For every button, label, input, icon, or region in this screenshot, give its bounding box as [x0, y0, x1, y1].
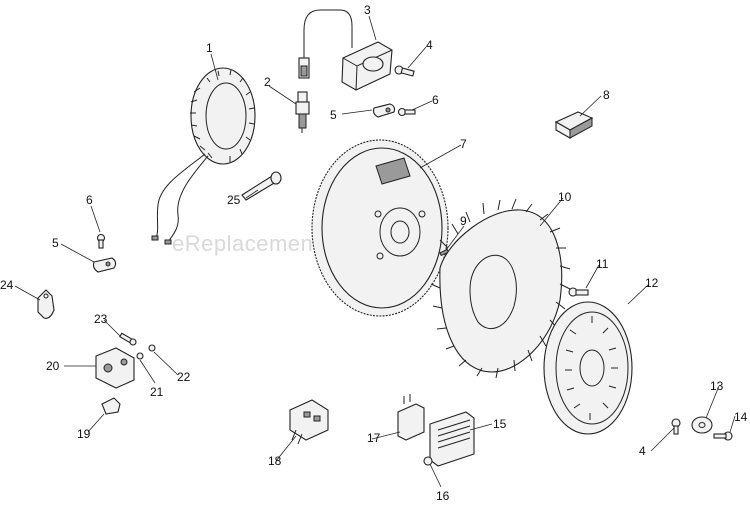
clip-left: [92, 257, 117, 273]
bracket-24: [37, 289, 55, 319]
stator: [151, 67, 256, 245]
screw-6-left: [96, 233, 106, 249]
callout-labels: 1 2 3 4 5 6 8 7 25 6 5 24 9 10 11 12 23 …: [0, 3, 748, 503]
callout-14: 14: [734, 410, 748, 424]
screw-4-bottom: [671, 418, 681, 435]
washer-13: [691, 416, 713, 434]
rectifier-20: [95, 347, 135, 389]
callout-2: 2: [264, 75, 271, 89]
callout-17: 17: [367, 431, 381, 445]
callout-4: 4: [426, 38, 433, 52]
spark-plug: [295, 91, 310, 133]
screw-6-top: [397, 107, 416, 117]
callout-11: 11: [596, 257, 609, 271]
block-part: [554, 111, 594, 139]
bolt: [241, 171, 282, 201]
connector-17: [397, 394, 425, 441]
screw-top: [394, 65, 415, 77]
leader-lines: [14, 15, 736, 488]
callout-12: 12: [645, 276, 659, 290]
callout-6-left: 6: [86, 193, 93, 207]
screw-11: [568, 287, 589, 297]
nut-21: [136, 352, 144, 360]
callout-5: 5: [330, 108, 337, 122]
clip-top: [372, 103, 396, 118]
regulator-15: [429, 411, 475, 467]
callout-6: 6: [432, 93, 439, 107]
callout-3: 3: [364, 3, 371, 17]
cooling-fan: [430, 198, 571, 379]
callout-19: 19: [77, 427, 91, 441]
callout-7: 7: [460, 137, 467, 151]
callout-21: 21: [150, 385, 164, 399]
connector-19: [101, 397, 121, 415]
flywheel: [311, 139, 449, 317]
callout-4-bottom: 4: [639, 444, 646, 458]
callout-18: 18: [268, 454, 282, 468]
callout-22: 22: [177, 370, 191, 384]
washer-22: [148, 344, 156, 352]
callout-15: 15: [493, 417, 507, 431]
callout-8: 8: [603, 88, 610, 102]
connector-18: [289, 399, 329, 445]
callout-23: 23: [94, 312, 108, 326]
rotating-screen: [543, 301, 633, 435]
callout-16: 16: [436, 489, 450, 503]
callout-25: 25: [227, 193, 241, 207]
callout-20: 20: [46, 359, 60, 373]
callout-24: 24: [0, 278, 14, 292]
key: [439, 248, 450, 257]
callout-9: 9: [460, 214, 467, 228]
callout-1: 1: [206, 41, 213, 55]
screw-16: [423, 456, 433, 466]
callout-10: 10: [558, 190, 572, 204]
screw-23: [119, 332, 137, 346]
screw-14: [713, 431, 733, 441]
callout-13: 13: [710, 379, 724, 393]
ignition-module: [298, 9, 393, 91]
callout-5-left: 5: [52, 236, 59, 250]
